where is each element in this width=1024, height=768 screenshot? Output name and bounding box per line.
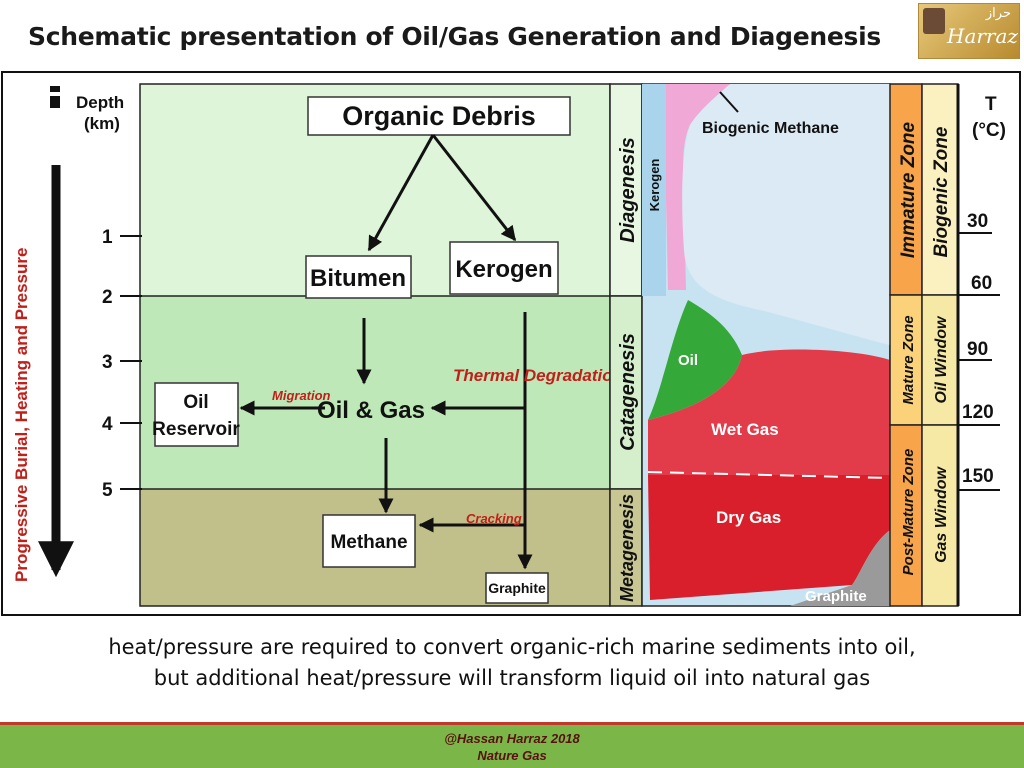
migration-label: Migration xyxy=(272,388,331,403)
depth-tick-label: 4 xyxy=(102,414,113,435)
kerogen-strip xyxy=(642,84,666,296)
oil-reservoir-box xyxy=(154,382,239,447)
biogenic-methane-pointer xyxy=(719,91,739,113)
mature-zone-label: Mature Zone xyxy=(900,315,917,404)
oil-reservoir-label: Reservoir xyxy=(152,419,240,440)
wet-dry-boundary xyxy=(647,471,891,479)
post-mature-zone-label: Post-Mature Zone xyxy=(900,449,917,576)
oil-area-label: Oil xyxy=(678,352,698,369)
temperature-tick-label: 90 xyxy=(967,339,988,360)
kerogen-region xyxy=(682,84,890,345)
temperature-unit-label: (°C) xyxy=(972,120,1006,141)
biogenic-methane-label: Biogenic Methane xyxy=(702,120,839,137)
depth-tick-label: 1 xyxy=(102,227,113,248)
depth-tick-label: 5 xyxy=(102,480,113,501)
generation-diagram: Progressive Burial, Heating and Pressure… xyxy=(1,71,1021,616)
organic-debris-label: Organic Debris xyxy=(342,101,536,131)
catagenesis-label: Catagenesis xyxy=(617,333,639,451)
caption-line: heat/pressure are required to convert or… xyxy=(108,635,916,659)
burial-axis-label: Progressive Burial, Heating and Pressure xyxy=(12,248,31,582)
mature-zone xyxy=(889,294,923,426)
footer-bar: @Hassan Harraz 2018 Nature Gas xyxy=(0,725,1024,768)
depth-ticks: 1 2 3 4 5 xyxy=(102,227,142,501)
immature-zone-label: Immature Zone xyxy=(898,121,919,258)
organic-debris-box xyxy=(307,96,571,136)
caption: heat/pressure are required to convert or… xyxy=(0,632,1024,694)
kerogen-column-label: Kerogen xyxy=(647,159,662,212)
flow-arrows xyxy=(239,134,533,570)
stage-diagenesis xyxy=(609,83,643,297)
caption-line: but additional heat/pressure will transf… xyxy=(153,666,871,690)
biogenic-methane-area xyxy=(666,84,730,290)
graphite-box xyxy=(485,572,549,604)
dry-gas-area xyxy=(648,475,890,600)
temperature-ticks: 30 60 90 120 150 xyxy=(958,211,1000,491)
dry-gas-label: Dry Gas xyxy=(716,508,781,527)
biogenic-zone-label: Biogenic Zone xyxy=(931,126,952,257)
graphite-area-label: Graphite xyxy=(805,588,867,605)
footer-copyright: @Hassan Harraz 2018 xyxy=(444,731,580,746)
bitumen-label: Bitumen xyxy=(310,265,406,292)
depth-unit-label: (km) xyxy=(84,114,120,133)
oil-reservoir-label: Oil xyxy=(183,392,208,413)
page-title: Schematic presentation of Oil/Gas Genera… xyxy=(28,22,881,51)
arrow-tail-dash xyxy=(50,96,60,108)
gas-window-zone xyxy=(921,424,959,607)
graphite-area xyxy=(790,530,890,606)
footer-subject: Nature Gas xyxy=(477,748,547,763)
temperature-tick-label: 120 xyxy=(962,402,994,423)
temperature-label: T xyxy=(985,94,997,115)
thermal-degradation-label: Thermal Degradation xyxy=(453,366,623,385)
gas-window-label: Gas Window xyxy=(933,466,950,563)
methane-box xyxy=(322,514,416,568)
depth-tick-label: 3 xyxy=(102,352,113,373)
footer-divider xyxy=(0,722,1024,725)
diagenesis-label: Diagenesis xyxy=(617,137,639,243)
oil-area xyxy=(648,300,742,420)
temperature-tick-label: 150 xyxy=(962,466,994,487)
logo-brand-text: Harraz xyxy=(947,24,1018,48)
oil-window-zone xyxy=(921,294,959,426)
kerogen-box xyxy=(449,241,559,295)
depth-label: Depth xyxy=(76,93,124,112)
stage-catagenesis xyxy=(609,295,643,490)
bitumen-box xyxy=(305,255,412,299)
wet-gas-label: Wet Gas xyxy=(711,420,779,439)
methane-label: Methane xyxy=(330,532,407,553)
post-mature-zone xyxy=(889,424,923,607)
logo: حراز Harraz xyxy=(918,3,1020,59)
depth-tick-label: 2 xyxy=(102,287,113,308)
oil-window-label: Oil Window xyxy=(933,315,950,404)
author-portrait xyxy=(923,8,945,34)
cracking-label: Cracking xyxy=(466,511,522,526)
graphite-label: Graphite xyxy=(488,580,546,596)
biogenic-zone xyxy=(921,83,959,296)
kerogen-label: Kerogen xyxy=(455,256,552,283)
arrow-tail-dash xyxy=(50,86,60,92)
temperature-tick-label: 30 xyxy=(967,211,988,232)
wet-gas-area xyxy=(648,349,890,475)
oil-gas-label: Oil & Gas xyxy=(317,397,425,424)
temperature-tick-label: 60 xyxy=(971,273,992,294)
metagenesis-label: Metagenesis xyxy=(617,494,637,602)
logo-arabic-text: حراز xyxy=(985,6,1011,21)
